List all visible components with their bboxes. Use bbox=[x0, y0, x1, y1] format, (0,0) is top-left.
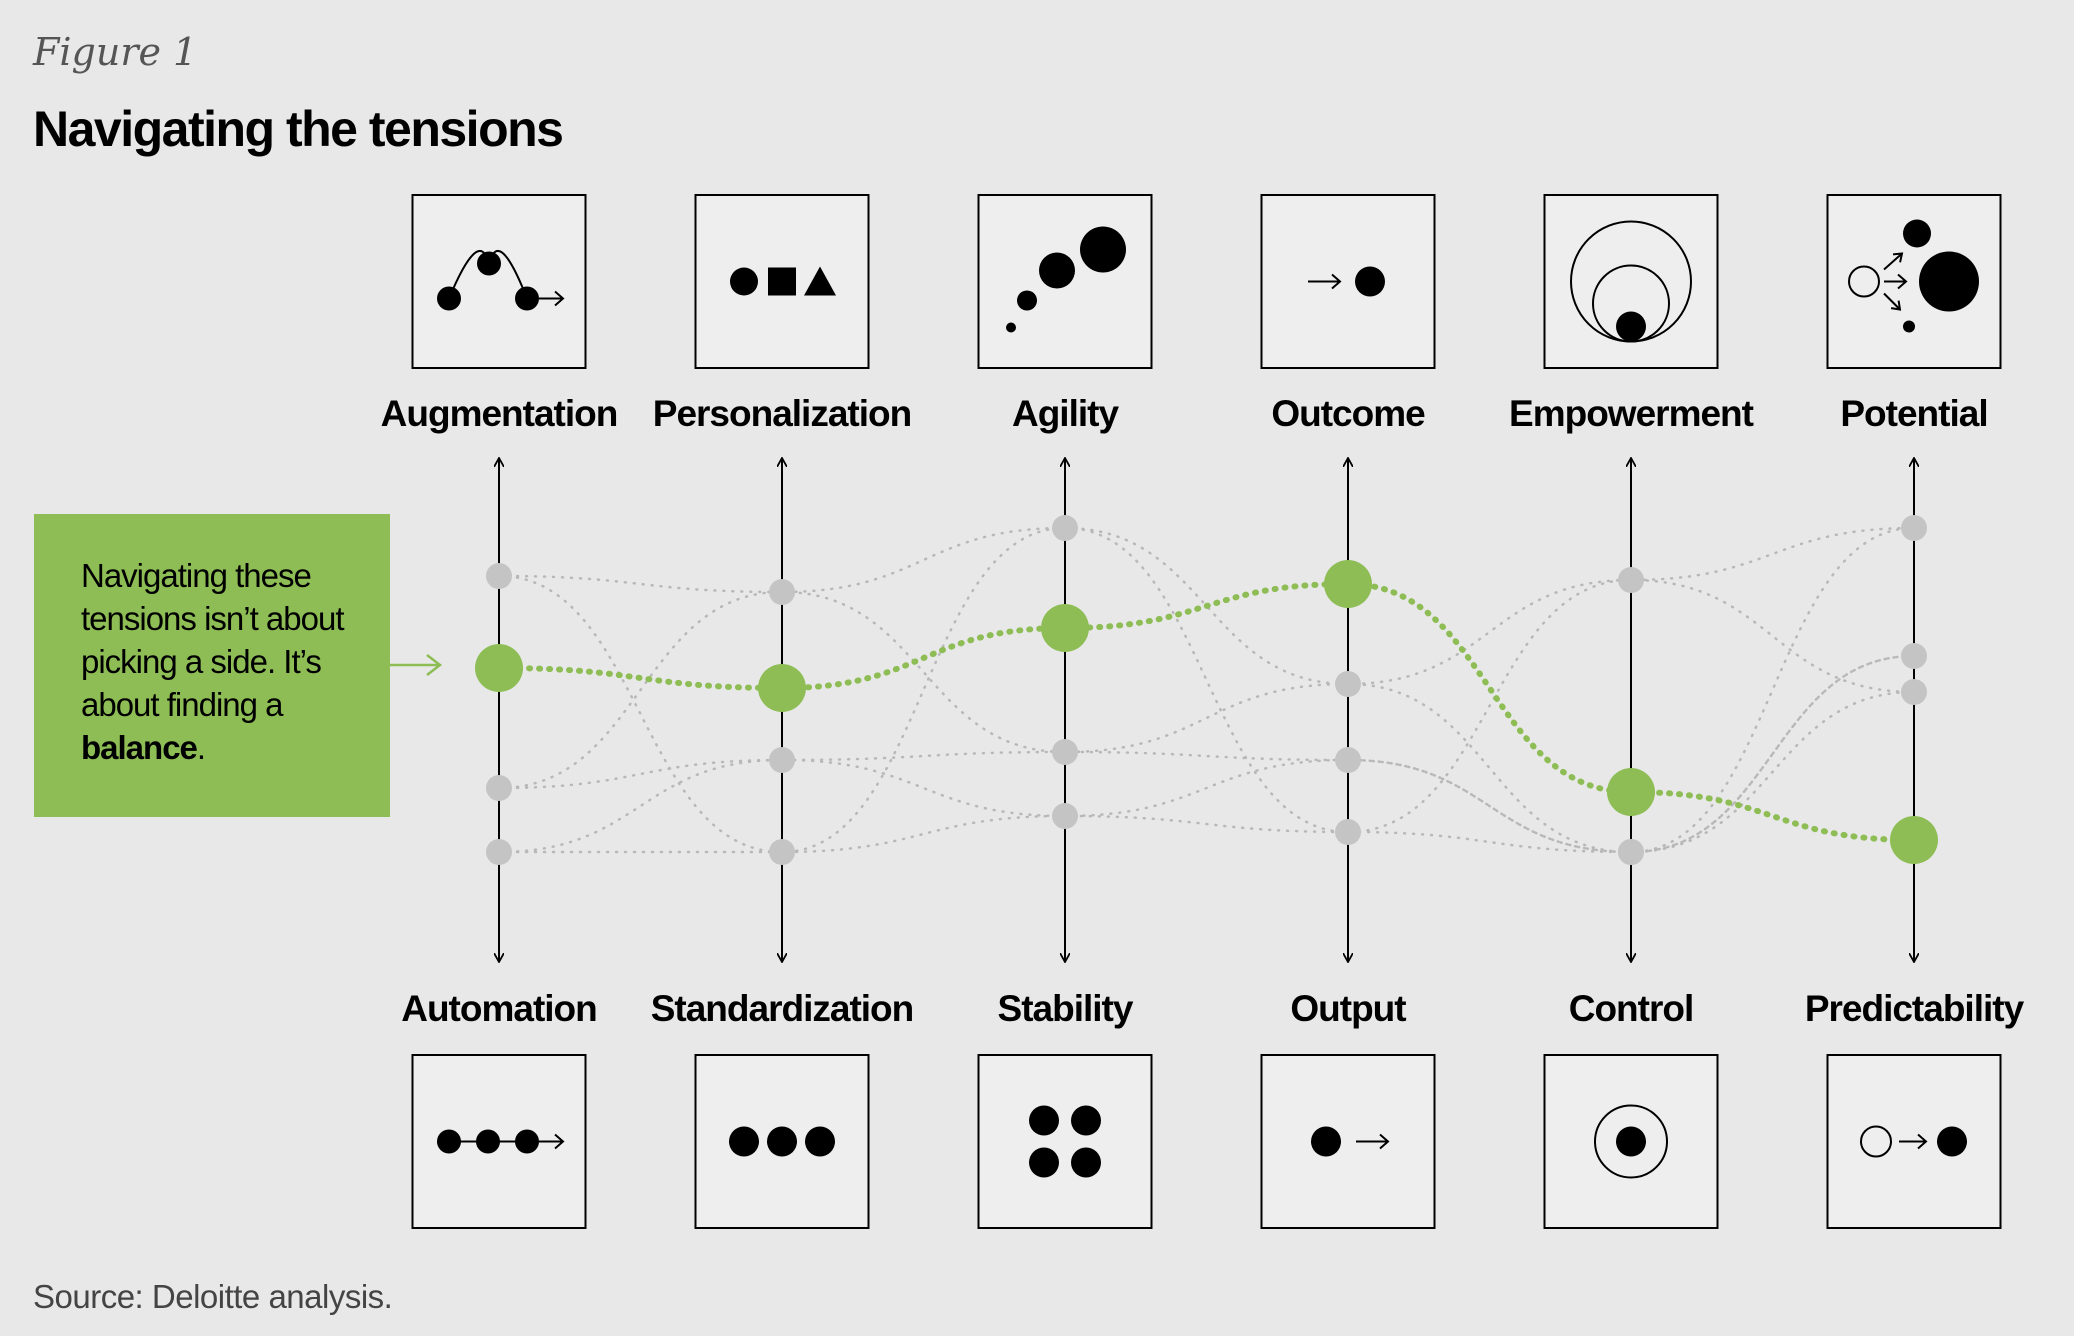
balance-dot bbox=[1890, 816, 1938, 864]
source-note: Source: Deloitte analysis. bbox=[33, 1278, 393, 1315]
alternative-dot bbox=[1052, 515, 1078, 541]
axis-top-label: Empowerment bbox=[1509, 393, 1754, 434]
alternative-path-line bbox=[497, 690, 1916, 854]
axis-bottom-label: Control bbox=[1569, 988, 1694, 1029]
personalization-icon bbox=[694, 194, 870, 369]
standardization-icon bbox=[694, 1054, 870, 1229]
alternative-path-line bbox=[497, 654, 1916, 854]
output-icon bbox=[1260, 1054, 1436, 1229]
alternative-dot bbox=[1335, 747, 1361, 773]
alternative-path-line bbox=[497, 526, 1916, 854]
augmentation-icon bbox=[411, 194, 587, 369]
callout-text-part: Navigating these tensions isn’t about pi… bbox=[81, 557, 345, 723]
stability-icon bbox=[977, 1054, 1153, 1229]
figure-label: Figure 1 bbox=[33, 30, 198, 74]
alternative-dot bbox=[1618, 839, 1644, 865]
alternative-dot bbox=[486, 563, 512, 589]
axis-top-label: Agility bbox=[1012, 393, 1119, 434]
alternative-dot bbox=[1052, 803, 1078, 829]
alternative-dot bbox=[1618, 567, 1644, 593]
agility-icon bbox=[977, 194, 1153, 369]
alternative-dot bbox=[769, 579, 795, 605]
control-icon bbox=[1543, 1054, 1719, 1229]
balance-path bbox=[496, 580, 1917, 843]
alternative-dot bbox=[1901, 643, 1927, 669]
predictability-icon bbox=[1826, 1054, 2002, 1229]
axis-top-label: Potential bbox=[1840, 393, 1987, 434]
axis-top-label: Personalization bbox=[653, 393, 911, 434]
balance-path-line bbox=[496, 580, 1917, 843]
alternative-dot bbox=[1052, 739, 1078, 765]
automation-icon bbox=[411, 1054, 587, 1229]
balance-dot bbox=[1607, 768, 1655, 816]
callout-bold-word: balance bbox=[81, 729, 198, 766]
alternative-path-line bbox=[497, 654, 1916, 854]
alternative-dot bbox=[1901, 679, 1927, 705]
axis-bottom-label: Standardization bbox=[651, 988, 914, 1029]
dots bbox=[475, 515, 1938, 865]
axis-bottom-label: Predictability bbox=[1805, 988, 2025, 1029]
alternative-path-line bbox=[497, 526, 1916, 854]
axis-bottom-label: Output bbox=[1290, 988, 1406, 1029]
icon-tiles bbox=[411, 194, 2002, 1229]
axis-top-label: Outcome bbox=[1271, 393, 1425, 434]
potential-icon bbox=[1826, 194, 2002, 369]
axes bbox=[499, 458, 1914, 962]
outcome-icon bbox=[1260, 194, 1436, 369]
callout-arrow-icon bbox=[390, 654, 443, 676]
axis-bottom-label: Automation bbox=[401, 988, 597, 1029]
axis-top-label: Augmentation bbox=[381, 393, 618, 434]
alternative-dot bbox=[486, 839, 512, 865]
alternative-dot bbox=[1901, 515, 1927, 541]
balance-dot bbox=[475, 644, 523, 692]
balance-dot bbox=[758, 664, 806, 712]
alternative-dot bbox=[769, 839, 795, 865]
alternative-dot bbox=[1335, 819, 1361, 845]
alternative-paths bbox=[497, 526, 1916, 854]
axis-bottom-label: Stability bbox=[998, 988, 1134, 1029]
callout-text-end: . bbox=[196, 729, 206, 766]
balance-dot bbox=[1324, 560, 1372, 608]
balance-dot bbox=[1041, 604, 1089, 652]
alternative-dot bbox=[1335, 671, 1361, 697]
figure-title: Navigating the tensions bbox=[33, 101, 564, 157]
empowerment-icon bbox=[1543, 194, 1719, 369]
alternative-dot bbox=[486, 775, 512, 801]
callout-text: Navigating these tensions isn’t about pi… bbox=[81, 554, 371, 769]
alternative-dot bbox=[769, 747, 795, 773]
balance-callout: Navigating these tensions isn’t about pi… bbox=[34, 514, 390, 817]
